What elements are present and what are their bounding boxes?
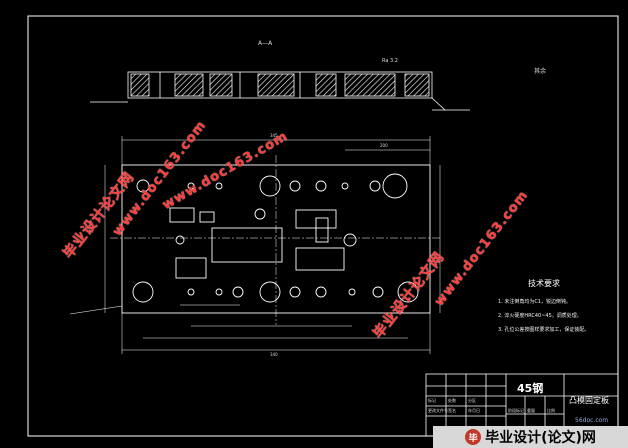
tb-stage-0: 阶段标记 (508, 408, 524, 413)
dim-right-span: 200 (380, 143, 388, 148)
plan-view (69, 136, 441, 354)
tb-label-3: 更改文件号 (428, 408, 448, 413)
view-label: A—A (258, 40, 273, 47)
drawing-frame (27, 15, 619, 437)
tb-label-1: 处数 (448, 398, 456, 403)
section-view (90, 71, 470, 111)
dim-bottom-total: 340 (270, 352, 278, 357)
section-roughness: Ra 3.2 (382, 58, 398, 64)
title-block-part-name: 凸模固定板 (569, 396, 609, 405)
title-block-material: 45钢 (517, 382, 544, 395)
roughness-other: 其余 (534, 68, 547, 75)
footer-text: 毕业设计(论文)网 (485, 430, 596, 446)
tech-note-2: 2. 淬火硬度HRC40~45，调质处理。 (498, 313, 582, 319)
tb-stage-1: 重量 (527, 408, 535, 413)
footer-logo-icon: 毕 (465, 429, 482, 445)
tb-stage-2: 比例 (547, 408, 555, 413)
tech-notes-title: 技术要求 (528, 279, 560, 288)
tech-note-3: 3. 孔位公差按图样要求加工，保证装配。 (498, 327, 590, 333)
dim-top-width: 345 (270, 133, 278, 138)
tb-label-0: 标记 (428, 398, 436, 403)
tb-label-2: 分区 (468, 398, 476, 403)
site-tag: 56doc.com (575, 417, 609, 424)
tb-label-5: 年月日 (468, 408, 480, 413)
footer-banner: 毕 毕业设计(论文)网 (433, 426, 628, 448)
tb-label-4: 签名 (448, 408, 456, 413)
tech-note-1: 1. 未注倒角均为C1，锐边倒钝。 (498, 299, 572, 305)
